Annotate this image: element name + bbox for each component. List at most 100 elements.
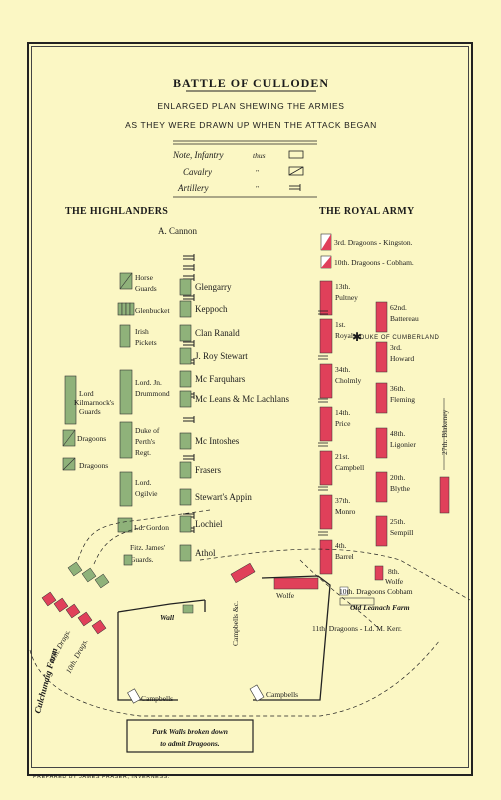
park-walls [117, 575, 331, 701]
cannon-label: A. Cannon [158, 226, 197, 236]
map-subtitle-2: AS THEY WERE DRAWN UP WHEN THE ATTACK BE… [125, 120, 377, 130]
footer-credit: PREPARED BY JAMES FRASER, INVERNESS. [33, 774, 170, 780]
royal-unit-number: 3rd. [390, 343, 402, 352]
royal-unit [375, 471, 388, 503]
legend-cavalry: Cavalry [183, 167, 212, 177]
royal-unit-number: 14th. [335, 408, 350, 417]
royal-unit [375, 382, 388, 414]
highlanders-header: THE HIGHLANDERS [65, 206, 168, 217]
highland-unit-label: J. Roy Stewart [195, 351, 248, 361]
highland-unit [179, 461, 192, 479]
blakeney-label: 27th. Blakeney [440, 409, 449, 455]
royal-unit-number: 21st. [335, 452, 350, 461]
svg-text:Kilmarnock's: Kilmarnock's [74, 398, 114, 407]
svg-text:Park Walls broken down: Park Walls broken down [152, 727, 228, 736]
royal-unit-label: Barrel [335, 552, 354, 561]
duke-label: DUKE OF CUMBERLAND [360, 335, 440, 341]
royal-unit [319, 539, 333, 575]
svg-text:": " [256, 168, 259, 177]
royal-unit-label: Pultney [335, 293, 358, 302]
royal-dragoons-left: 11th. Drags. 10th. Drags. Culchunaig Far… [32, 561, 110, 715]
royal-unit-label: Fleming [390, 395, 415, 404]
legend: Note, Infantry thus Cavalry " Artillery … [172, 150, 317, 198]
wall-label: Wall [160, 613, 175, 622]
svg-text:Lord.: Lord. [135, 478, 152, 487]
highland-unit-label: Glengarry [195, 282, 232, 292]
highland-unit [179, 544, 192, 562]
royal-unit-label: Battereau [390, 314, 419, 323]
royal-unit-label: Cholmly [335, 376, 362, 385]
royal-unit-label: Royals [335, 331, 356, 340]
svg-text:Fitz. James': Fitz. James' [130, 543, 166, 552]
svg-text:Old Leanach Farm: Old Leanach Farm [350, 603, 410, 612]
highland-unit-label: Frasers [195, 465, 221, 475]
campbells-label-2: Campbells [141, 694, 173, 703]
campbells-label-3: Campbells [266, 690, 298, 699]
highland-unit-label: Keppoch [195, 304, 228, 314]
royal-second-line: 62nd.Battereau3rd.Howard36th.Fleming48th… [375, 301, 419, 547]
svg-text:Wolfe: Wolfe [385, 577, 404, 586]
svg-text:10th. Dragoons Cobham: 10th. Dragoons Cobham [339, 587, 413, 596]
royal-unit [375, 427, 388, 459]
royal-cavalry-right: 3rd. Dragoons - Kingston. 10th. Dragoons… [320, 233, 414, 269]
culchunaig-label: Culchunaig Farm [32, 647, 59, 715]
royal-unit-label: Price [335, 419, 351, 428]
horse-guards-1: Horse [135, 273, 154, 282]
svg-text:": " [256, 184, 259, 193]
svg-text:10th. Drags.: 10th. Drags. [64, 637, 90, 675]
svg-text:Ld. Gordon: Ld. Gordon [134, 523, 169, 532]
royal-unit-label: Campbell [335, 463, 364, 472]
highland-unit-label: Athol [195, 548, 216, 558]
royal-unit [319, 363, 333, 399]
highland-unit [179, 324, 192, 342]
highland-unit-label: Mc Leans & Mc Lachlans [195, 394, 289, 404]
roads [29, 509, 471, 717]
horse-guards-2: Guards [135, 284, 157, 293]
svg-text:to admit Dragoons.: to admit Dragoons. [160, 739, 220, 748]
highland-unit [179, 278, 192, 296]
royal-unit-label: Monro [335, 507, 356, 516]
highland-unit-label: Stewart's Appin [195, 492, 252, 502]
highland-unit-label: Lochiel [195, 519, 223, 529]
map-subtitle-1: ENLARGED PLAN SHEWING THE ARMIES [157, 101, 344, 111]
royal-unit-label: Ligonier [390, 440, 416, 449]
royal-unit-label: Sempill [390, 528, 413, 537]
svg-text:Guards.: Guards. [130, 555, 154, 564]
map-inner-border [31, 46, 469, 768]
royal-unit-number: 25th. [390, 517, 405, 526]
royal-unit-number: 48th. [390, 429, 405, 438]
royal-unit-number: 4th. [335, 541, 347, 550]
royal-unit-number: 13th. [335, 282, 350, 291]
svg-text:Drummond: Drummond [135, 389, 170, 398]
wolfe-unit [273, 577, 319, 590]
royal-unit-label: Howard [390, 354, 414, 363]
royal-unit [319, 450, 333, 486]
highland-unit [179, 432, 192, 450]
svg-text:Perth's: Perth's [135, 437, 155, 446]
svg-text:11th. Dragoons - Ld. M. Kerr.: 11th. Dragoons - Ld. M. Kerr. [312, 624, 402, 633]
highland-unit [179, 347, 192, 365]
map-outer-border [27, 42, 473, 776]
royal-unit-number: 36th. [390, 384, 405, 393]
svg-text:Regt.: Regt. [135, 448, 151, 457]
svg-text:Dragoons: Dragoons [79, 461, 108, 470]
royal-unit-label: Blythe [390, 484, 411, 493]
royal-unit [319, 280, 333, 316]
highland-unit [179, 515, 192, 533]
svg-text:Irish: Irish [135, 327, 149, 336]
svg-text:8th.: 8th. [388, 567, 400, 576]
royal-front-line: 13th.Pultney1st.Royals34th.Cholmly14th.P… [318, 280, 364, 575]
svg-text:Ogilvie: Ogilvie [135, 489, 158, 498]
highland-unit [179, 370, 192, 388]
royal-unit [319, 494, 333, 530]
blakeney-unit [439, 476, 450, 514]
glenbucket-label: Glenbucket [135, 306, 170, 315]
highland-unit-label: Mc Farquhars [195, 374, 246, 384]
svg-text:Pickets: Pickets [135, 338, 157, 347]
duke-star-icon: ✱ [352, 330, 362, 344]
map-title: BATTLE OF CULLODEN [173, 76, 329, 90]
legend-artillery: Artillery [177, 183, 209, 193]
royal-unit [375, 341, 388, 373]
